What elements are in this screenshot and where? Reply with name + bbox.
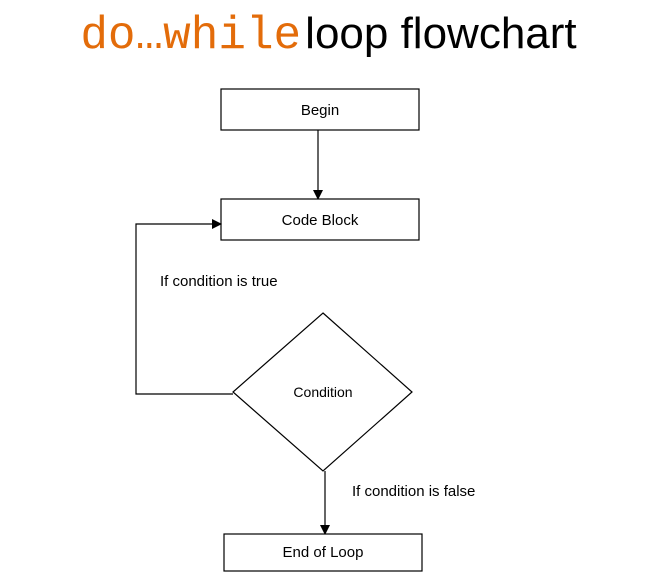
code-block-box xyxy=(220,198,420,241)
condition-diamond xyxy=(232,312,413,472)
title-text: loop flowchart xyxy=(305,9,577,58)
false-branch-label: If condition is false xyxy=(352,483,475,500)
loop-back-arrow xyxy=(135,219,233,395)
begin-box xyxy=(220,88,420,131)
end-label: End of Loop xyxy=(283,544,364,561)
code-block-label: Code Block xyxy=(282,212,359,229)
end-box xyxy=(223,533,423,572)
condition-label: Condition xyxy=(293,384,352,400)
begin-label: Begin xyxy=(301,102,339,119)
true-branch-label: If condition is true xyxy=(160,273,278,290)
page-title: do…while loop flowchart xyxy=(0,4,657,74)
title-keyword: do…while xyxy=(80,10,302,62)
